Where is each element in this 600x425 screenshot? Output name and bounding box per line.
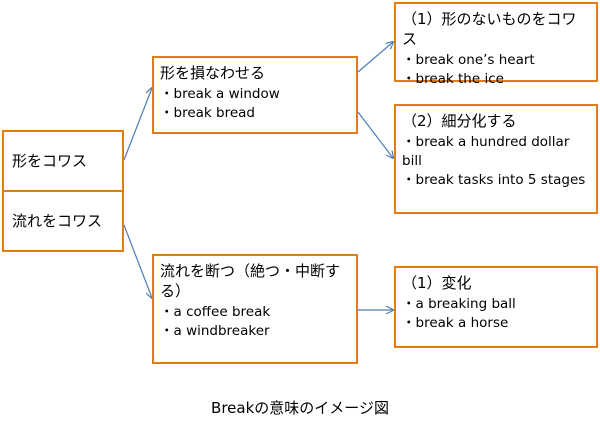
- diagram-caption: Breakの意味のイメージ図: [211, 399, 389, 417]
- right-box-2-item: ・break tasks into 5 stages: [402, 172, 586, 188]
- right-box-2-title: （2）細分化する: [402, 112, 517, 130]
- mid-bottom-title: 流れを断つ（絶つ・中断する）: [160, 262, 341, 300]
- mid-top-item: ・break bread: [160, 105, 255, 121]
- right-box-2-item: ・break a hundred dollar bill: [402, 134, 574, 169]
- root-label-flow: 流れをコワス: [12, 211, 103, 230]
- arrow-root-to-mid-bottom: [123, 224, 152, 298]
- arrow-mid-top-to-right-2: [357, 111, 393, 158]
- right-box-3: （1）変化 ・a breaking ball ・break a horse: [394, 266, 598, 348]
- right-box-1-item: ・break the ice: [402, 71, 504, 87]
- right-box-3-title: （1）変化: [402, 274, 472, 292]
- right-box-1-item: ・break one’s heart: [402, 52, 535, 68]
- arrow-mid-top-to-right-1: [357, 42, 393, 73]
- mid-top-box: 形を損なわせる ・break a window ・break bread: [152, 56, 358, 134]
- mid-bottom-item: ・a coffee break: [160, 304, 271, 320]
- root-label-form: 形をコワス: [4, 132, 122, 192]
- mid-top-title: 形を損なわせる: [160, 64, 266, 82]
- right-box-3-item: ・a breaking ball: [402, 296, 516, 312]
- arrow-root-to-mid-top: [123, 88, 152, 161]
- mid-bottom-box: 流れを断つ（絶つ・中断する） ・a coffee break ・a windbr…: [152, 254, 358, 364]
- right-box-1: （1）形のないものをコワス ・break one’s heart ・break …: [394, 2, 598, 87]
- mid-top-item: ・break a window: [160, 86, 280, 102]
- mid-bottom-item: ・a windbreaker: [160, 323, 270, 339]
- right-box-2: （2）細分化する ・break a hundred dollar bill ・b…: [394, 104, 598, 214]
- right-box-3-item: ・break a horse: [402, 315, 509, 331]
- root-box: 形をコワス 流れをコワス: [2, 130, 124, 252]
- right-box-1-title: （1）形のないものをコワス: [402, 10, 577, 48]
